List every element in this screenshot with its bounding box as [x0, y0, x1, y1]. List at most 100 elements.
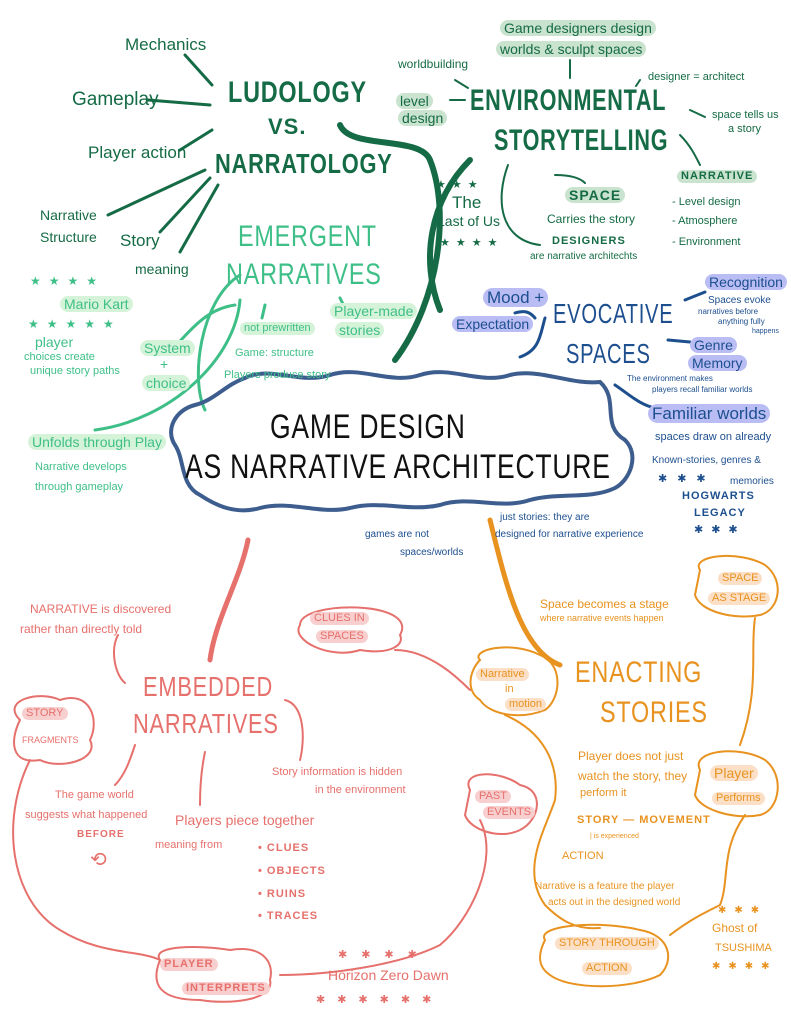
enacting-bubble: SPACE — [718, 572, 763, 585]
evocative-note: players recall familiar worlds — [652, 385, 753, 394]
embedded-note: meaning from — [155, 839, 223, 851]
env-note: level — [396, 93, 433, 109]
evocative-note: spaces draw on already — [655, 431, 772, 443]
evocative-note: Genre — [690, 337, 737, 353]
enacting-bubble: Player — [710, 765, 758, 781]
enacting-note: acts out in the designed world — [548, 897, 681, 908]
enacting-note: STORY — MOVEMENT — [577, 814, 711, 826]
evocative-note: happens — [752, 328, 779, 335]
enacting-note: ACTION — [562, 850, 604, 862]
embedded-note: BEFORE — [77, 829, 125, 840]
env-note: Carries the story — [547, 212, 636, 226]
spaces-title: SPACES — [566, 338, 651, 369]
embedded-note: in the environment — [315, 784, 406, 796]
embedded-note: suggests what happened — [25, 809, 148, 821]
emergent-note: Unfolds through Play — [28, 434, 166, 450]
emergent-note: through gameplay — [35, 481, 124, 493]
env-note: worlds & sculpt spaces — [496, 41, 647, 57]
cycle-icon: ⟲ — [90, 849, 107, 871]
example-ghost-of-tsushima: Ghost of — [712, 921, 758, 935]
evocative-note: Mood + — [483, 288, 549, 307]
evocative-lines — [513, 290, 707, 410]
env-note: worldbuilding — [398, 57, 469, 71]
enacting-bubble: Performs — [712, 792, 765, 805]
emergent-note: choices create — [24, 351, 95, 363]
ludology-item: Player action — [88, 143, 187, 162]
evocative-note: The environment makes — [627, 374, 713, 383]
env-note: DESIGNERS — [552, 235, 626, 247]
central-title-line2: AS NARRATIVE ARCHITECTURE — [185, 448, 611, 486]
emergent-note: not prewritten — [240, 322, 315, 335]
embedded-bubble: EVENTS — [483, 806, 536, 819]
emergent-note: + — [160, 356, 169, 372]
enacting-bubble: STORY THROUGH — [555, 937, 659, 950]
embedded-note: rather than directly told — [20, 622, 143, 636]
example-last-of-us: The — [452, 193, 482, 212]
evocative-note: Familiar worlds — [648, 404, 771, 423]
enacting-bubble: motion — [505, 698, 547, 711]
env-note: Game designers design — [500, 20, 656, 36]
environmental-spokes — [449, 59, 706, 246]
env-space: SPACE — [565, 187, 626, 203]
stories-title: STORIES — [600, 696, 708, 729]
narratology-title: NARRATOLOGY — [215, 148, 393, 179]
emergent-note: choice — [142, 375, 191, 391]
emergent-note: Game: structure — [235, 347, 314, 359]
enacting-note: perform it — [580, 787, 627, 799]
env-note: a story — [728, 123, 762, 135]
embedded-bubble: STORY — [22, 707, 68, 720]
embedded-lines — [12, 537, 538, 1003]
embedded-note: NARRATIVE is discovered — [30, 602, 172, 616]
evocative-note: Spaces evoke — [708, 295, 771, 306]
enacting-bubble: ACTION — [582, 962, 632, 975]
embedded-bubble: CLUES IN — [310, 612, 369, 625]
enacting-bubble: AS STAGE — [708, 592, 771, 605]
star-icon: ★★★★ — [440, 237, 504, 249]
enacting-note: where narrative events happen — [540, 613, 664, 623]
narratives-title: NARRATIVES — [133, 708, 279, 739]
embedded-bubble: PAST — [475, 790, 511, 803]
branch-ludology — [337, 122, 443, 363]
star-icon: ✱✱✱ — [658, 473, 716, 485]
ludology-spokes — [106, 53, 220, 254]
center-note: spaces/worlds — [400, 547, 464, 558]
env-note: design — [398, 110, 448, 126]
emergent-note: Players produce story — [224, 369, 331, 381]
embedded-note: Story information is hidden — [272, 766, 403, 778]
evocative-note: Expectation — [452, 316, 534, 332]
enacting-note: Player does not just — [578, 749, 684, 763]
branch-environmental — [427, 157, 473, 313]
evocative-note: Memory — [688, 355, 747, 371]
evocative-note: anything fully — [718, 317, 765, 326]
env-narrative: NARRATIVE — [677, 170, 758, 183]
embedded-note: Players piece together — [175, 812, 315, 828]
embedded-bubble: PLAYER — [160, 958, 218, 971]
narratives-title: NARRATIVES — [226, 258, 382, 291]
enacting-note: watch the story, they — [578, 769, 688, 783]
env-narrative-item: - Environment — [672, 236, 741, 248]
narratology-item: Structure — [40, 229, 97, 245]
example-ghost-of-tsushima: TSUSHIMA — [715, 942, 772, 954]
embedded-list-item: • CLUES — [258, 842, 310, 854]
evocative-note: Recognition — [705, 274, 787, 290]
embedded-list-item: • TRACES — [258, 910, 319, 922]
narratology-item: Narrative — [40, 207, 97, 223]
ludology-item: Gameplay — [72, 89, 159, 110]
emergent-note: stories — [335, 322, 385, 338]
embedded-note: The game world — [55, 789, 134, 801]
emergent-note: player — [35, 334, 74, 350]
emergent-note: unique story paths — [30, 365, 120, 377]
center-note: games are not — [365, 529, 429, 540]
center-note: designed for narrative experience — [495, 529, 644, 540]
env-narrative-item: - Atmosphere — [672, 215, 738, 227]
star-icon: ★★★ — [436, 179, 484, 191]
enacting-title: ENACTING — [575, 656, 703, 689]
env-note: designer = architect — [648, 71, 745, 83]
enacting-note: Space becomes a stage — [540, 597, 669, 611]
star-icon: ✱✱✱ — [694, 524, 746, 536]
example-last-of-us: Last of Us — [437, 213, 501, 229]
star-icon: ★★★★★ — [28, 317, 122, 331]
star-icon: ★★★★ — [30, 274, 106, 288]
example-mario-kart: Mario Kart — [60, 296, 133, 312]
